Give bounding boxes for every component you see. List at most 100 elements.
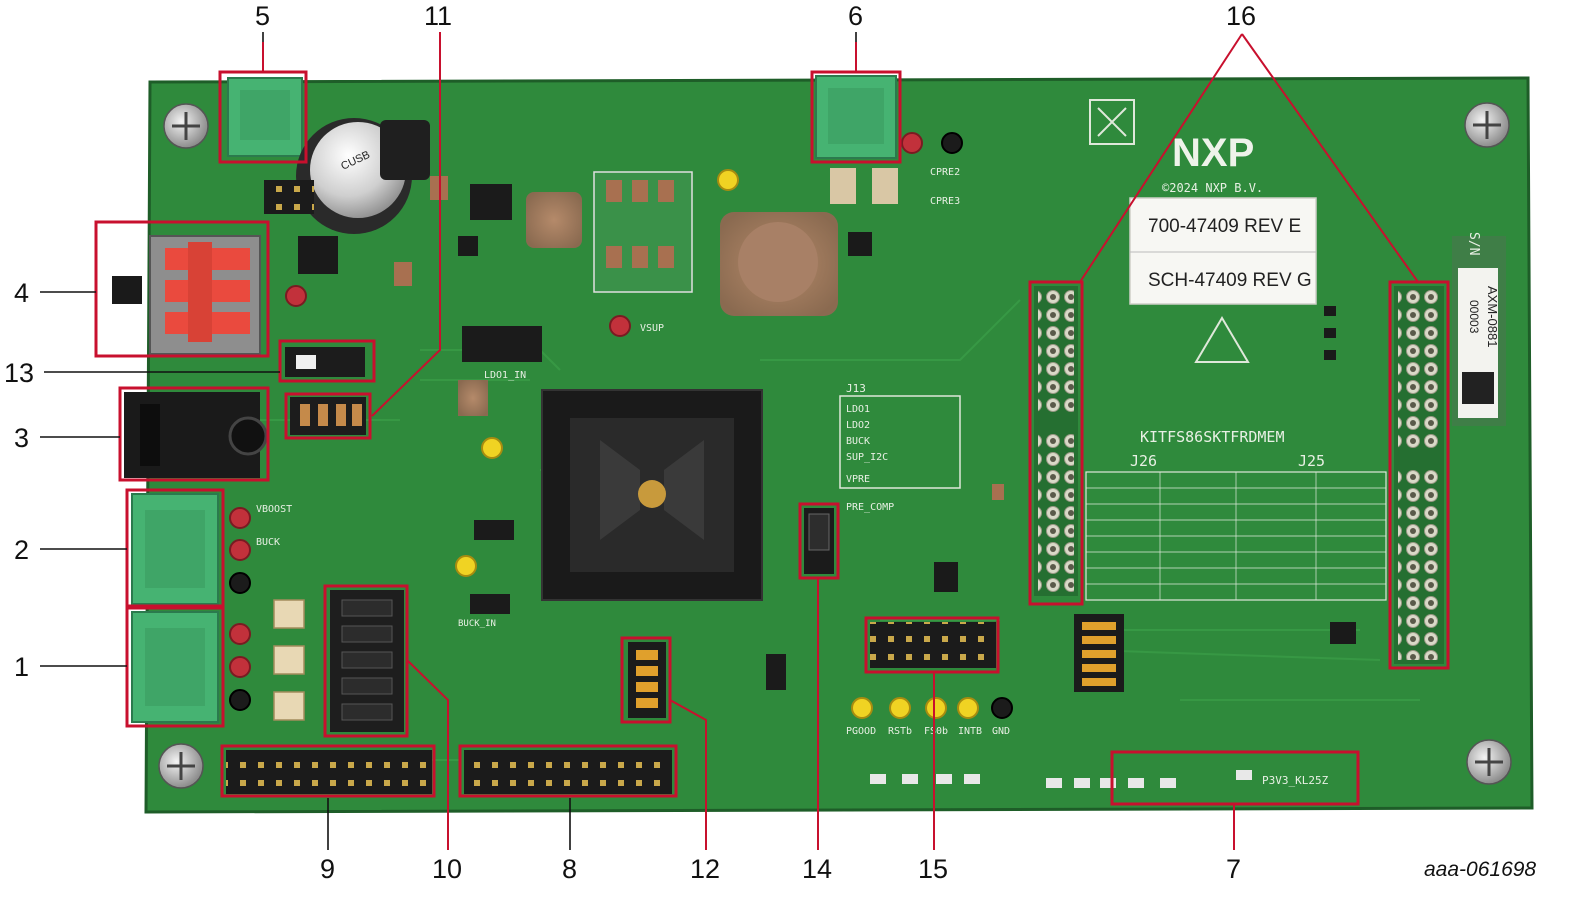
header-connector-8 [464,750,672,794]
schematic-label-text: SCH-47409 REV G [1148,270,1312,291]
callout-number-11: 11 [424,1,452,31]
mounting-screw-tr [1464,102,1510,148]
silk-p3v3: P3V3_KL25Z [1262,774,1329,787]
text-vboost: VBOOST BUCK [256,504,292,548]
mounting-screw-bl [158,743,204,789]
callout-number-10: 10 [432,854,462,884]
silk-vpre: VPRE [846,474,870,485]
silk-pre-comp: PRE_COMP [846,502,894,513]
small-ic-right [1330,622,1356,644]
test-point-yellow-top [717,169,739,191]
callout-box-4 [94,220,270,358]
led-row-bottom [870,770,1252,788]
leader-11 [371,32,441,417]
inductor-small [526,192,582,248]
header-connector-15 [870,622,996,668]
callout-box-16-right [1388,280,1450,670]
jumper-j21 [766,654,786,690]
jumper-j13-area: LDO1_IN [458,326,542,416]
silk-ldo2: LDO2 [846,420,870,431]
weee-symbol [1089,99,1135,145]
callout-number-8: 8 [562,854,577,884]
header-connector-9 [226,750,432,794]
jumper-14 [804,508,834,574]
silk-j13: J13 [846,382,866,395]
silk-cpre2: CPRE2 [930,167,960,178]
terminal-block-5 [227,77,303,157]
test-points-top-right: CPRE2 CPRE3 [901,132,963,207]
silk-vboost: VBOOST [256,504,292,515]
callout-box-12 [620,636,672,724]
part-label-card: 700-47409 REV E SCH-47409 REV G [1129,197,1317,305]
silk-fs0b: FS0b [924,726,948,737]
header-j25-label: J25 [1298,452,1325,470]
callout-number-14: 14 [802,854,832,884]
silk-cpre3: CPRE3 [930,196,960,207]
mounting-screw-tl [163,103,209,149]
terminal-block-2 [131,493,219,605]
callout-box-15 [864,616,1000,674]
test-point-vsup: VSUP [609,315,664,337]
callout-number-15: 15 [918,854,948,884]
leader-16 [1079,33,1419,283]
jumper-header-top-left [264,180,314,214]
power-switch-4 [112,235,261,355]
leader-12 [669,699,707,850]
callout-number-7: 7 [1226,854,1241,884]
silk-ldo1: LDO1 [846,404,870,415]
dip-switch-right [1074,614,1124,692]
callout-box-3 [118,386,270,482]
test-points-bottom-row: PGOOD RSTb FS0b INTB GND [846,697,1013,737]
esd-warning-symbol [1194,316,1250,363]
leader-10 [406,659,449,850]
silk-buck-in: BUCK_IN [458,619,496,629]
board-name-text: KITFS86SKTFRDMEM [1140,428,1285,446]
silk-intb: INTB [958,726,982,737]
test-point-red-vbat [285,285,307,307]
dc-jack-3 [124,392,268,478]
terminal-block-1 [131,611,219,723]
serial-number-label: AXM-0881 00003 S/N [1452,232,1506,426]
jumper-header-shunt [470,184,512,220]
header-j26-label: J26 [1130,452,1157,470]
serial-label-text: AXM-0881 [1485,286,1500,347]
callout-box-16-left [1028,280,1084,606]
jumper-array-10 [330,590,404,732]
dip-switch-11 [290,397,366,435]
part-label-text: 700-47409 REV E [1148,216,1301,237]
callout-number-13: 13 [4,358,34,388]
callout-box-11 [284,392,372,440]
power-inductor-top [380,120,430,180]
large-inductor [720,212,838,316]
terminal-block-6 [815,75,897,159]
silkscreen-pin-table [1085,471,1387,601]
test-points-left [229,507,251,711]
test-points-yellow-mid: BUCK_IN [455,437,514,629]
callout-number-4: 4 [14,278,29,308]
callout-number-9: 9 [320,854,335,884]
callout-number-2: 2 [14,535,29,565]
callout-number-16: 16 [1226,1,1256,31]
silk-buck: BUCK [846,436,870,447]
silk-rstb: RSTb [888,726,912,737]
callout-number-6: 6 [848,1,863,31]
silk-ldo1-in: LDO1_IN [484,370,526,381]
silkscreen-table-j13: J13 LDO1 LDO2 BUCK SUP_I2C VPRE PRE_COMP [839,382,961,513]
figure-id: aaa-061698 [1424,858,1536,881]
silk-sup-i2c: SUP_I2C [846,452,888,463]
potentiometers [273,599,305,721]
nxp-logo: NXP [1172,131,1254,175]
ic-package-small [298,236,338,274]
silk-buck-tp: BUCK [256,537,280,548]
sn-text: S/N [1466,232,1481,255]
silk-vsup: VSUP [640,323,664,334]
slide-switch-13 [285,347,365,377]
callout-number-1: 1 [14,652,29,682]
callout-number-12: 12 [690,854,720,884]
small-ics-right-top [1324,306,1336,360]
callout-box-8 [458,744,678,798]
callout-number-3: 3 [14,423,29,453]
copyright-text: ©2024 NXP B.V. [1162,181,1263,195]
callout-number-5: 5 [255,1,270,31]
